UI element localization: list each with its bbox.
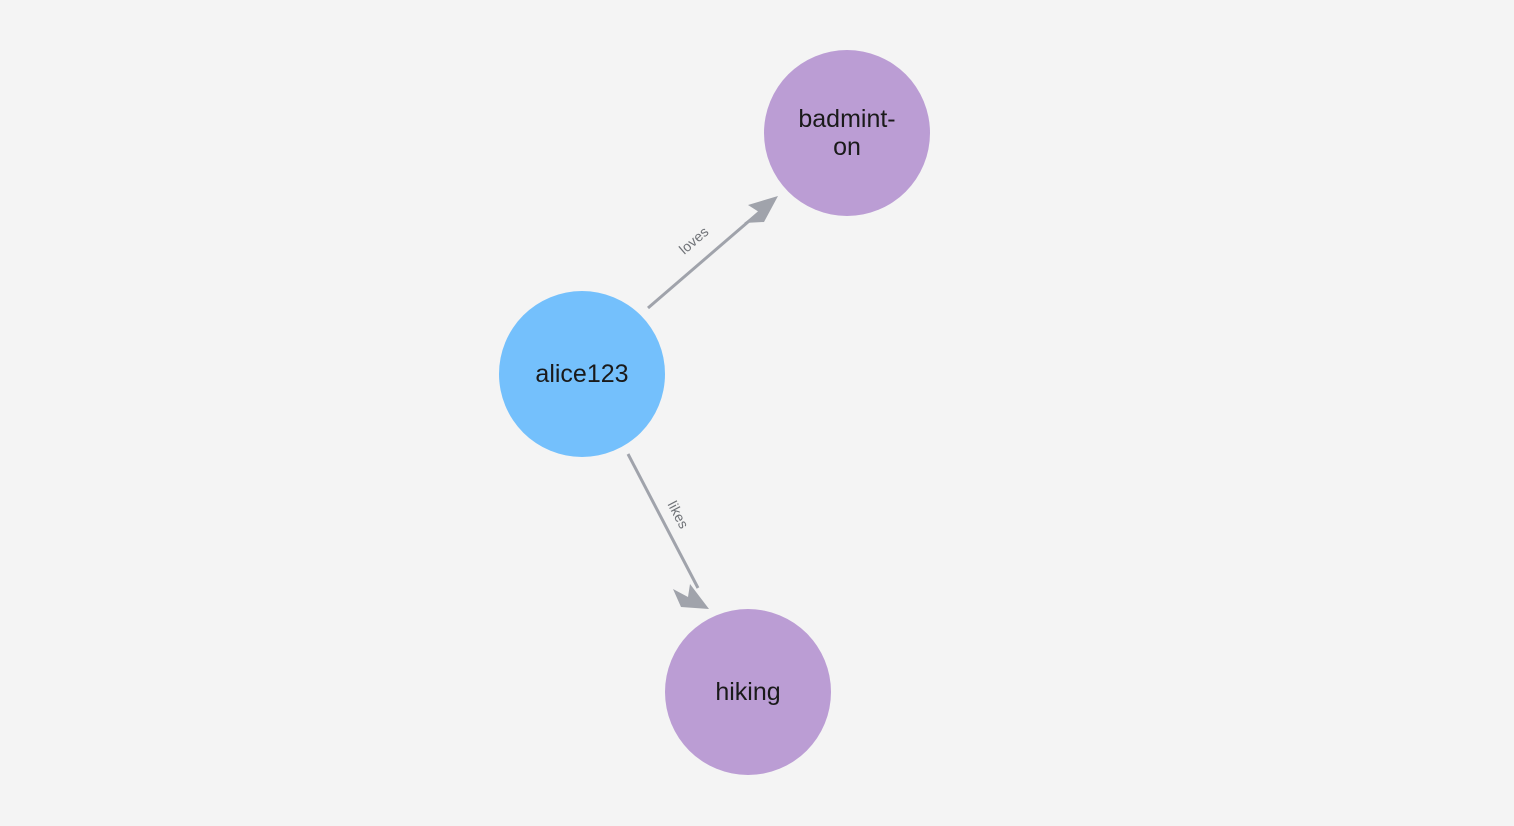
- edge-label-likes: likes: [665, 498, 693, 531]
- edge-line-likes: [626, 453, 700, 589]
- graph-node-label-badminton-line1: badmint-: [798, 105, 896, 133]
- graph-node-label-badminton: badmint-on: [764, 105, 930, 161]
- graph-node-label-alice123: alice123: [535, 360, 629, 388]
- graph-node-label-badminton-line2: on: [833, 133, 861, 161]
- graph-node-hiking[interactable]: hiking: [665, 609, 831, 775]
- graph-node-alice123[interactable]: alice123: [499, 291, 665, 457]
- graph-edge-loves[interactable]: loves: [647, 196, 778, 310]
- edge-line-loves: [647, 207, 764, 310]
- arrowhead-icon-likes: [673, 584, 709, 609]
- graph-edge-likes[interactable]: likes: [626, 453, 709, 609]
- edge-label-loves: loves: [676, 223, 712, 257]
- arrowhead-icon-loves: [744, 196, 778, 223]
- graph-node-label-hiking: hiking: [715, 678, 781, 706]
- graph-node-badminton[interactable]: badmint-on: [764, 50, 930, 216]
